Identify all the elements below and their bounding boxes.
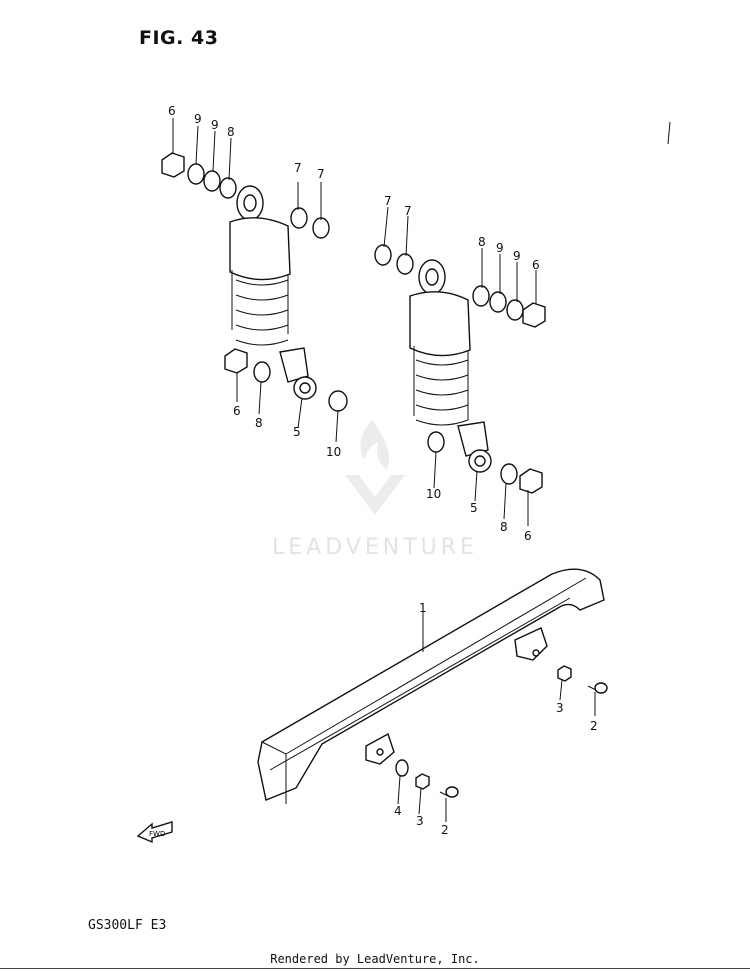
callout-5: 5 (293, 425, 301, 439)
callout-10: 10 (426, 487, 441, 501)
callout-8: 8 (500, 520, 508, 534)
callout-7: 7 (294, 161, 302, 175)
callout-8: 8 (227, 125, 235, 139)
left-rear-shock-absorber (229, 185, 317, 400)
callout-9: 9 (194, 112, 202, 126)
callout-9: 9 (496, 241, 504, 255)
right-rear-shock-absorber (409, 259, 492, 473)
leadventure-logo-watermark (345, 420, 405, 515)
callout-7: 7 (384, 194, 392, 208)
callout-6: 6 (168, 104, 176, 118)
callout-9: 9 (211, 118, 219, 132)
left-shock-hardware (161, 152, 348, 412)
stray-mark (667, 121, 671, 145)
figure-title: FIG. 43 (139, 27, 219, 49)
callout-7: 7 (317, 167, 325, 181)
callout-10: 10 (326, 445, 341, 459)
callout-6: 6 (233, 404, 241, 418)
callout-2: 2 (441, 823, 449, 837)
callout-3: 3 (556, 701, 564, 715)
callout-labels: 6 9 9 8 7 7 6 8 5 10 7 7 8 9 9 6 10 5 8 … (168, 104, 598, 837)
svg-text:FWD: FWD (149, 830, 165, 838)
callout-2: 2 (590, 719, 598, 733)
callout-1: 1 (419, 601, 427, 615)
callout-6: 6 (524, 529, 532, 543)
callout-4: 4 (394, 804, 402, 818)
callout-8: 8 (478, 235, 486, 249)
right-shock-hardware (374, 244, 546, 494)
callout-5: 5 (470, 501, 478, 515)
fwd-arrow-icon: FWD (136, 821, 173, 844)
footer-divider (0, 968, 750, 969)
watermark-text: LEADVENTURE (272, 535, 478, 560)
chain-case-hardware (395, 665, 608, 798)
callout-3: 3 (416, 814, 424, 828)
chain-case (257, 568, 605, 804)
callout-7: 7 (404, 204, 412, 218)
callout-9: 9 (513, 249, 521, 263)
callout-leaders (172, 118, 596, 822)
callout-6: 6 (532, 258, 540, 272)
callout-8: 8 (255, 416, 263, 430)
model-code: GS300LF E3 (88, 918, 167, 933)
footer-credit: Rendered by LeadVenture, Inc. (270, 952, 480, 966)
